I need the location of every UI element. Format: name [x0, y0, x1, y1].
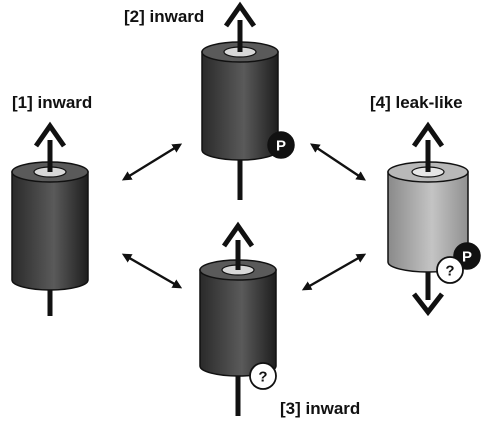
- channel-2-arrow-head: [223, 1, 257, 28]
- channel-2: P: [201, 1, 295, 200]
- channel-4-down-arrow-head: [412, 292, 444, 317]
- transition-arrow-2-4: [310, 143, 366, 181]
- svg-text:P: P: [462, 249, 472, 266]
- svg-text:P: P: [276, 138, 286, 155]
- unknown-badge: ?: [249, 362, 277, 390]
- transition-arrow-1-2: [121, 143, 183, 181]
- channel-1: [11, 121, 89, 316]
- channel-3: ?: [199, 221, 277, 416]
- svg-text:?: ?: [258, 369, 267, 386]
- channel-4-label: [4] leak-like: [370, 93, 463, 112]
- unknown-badge: ?: [436, 256, 464, 284]
- channel-3-arrow-head: [221, 221, 255, 248]
- channel-1-body: [11, 171, 89, 291]
- channel-2-label: [2] inward: [124, 7, 204, 26]
- transition-arrow-1-3: [121, 253, 183, 289]
- channel-2-body: [201, 51, 279, 161]
- phospho-badge: P: [267, 131, 295, 159]
- channel-1-label: [1] inward: [12, 93, 92, 112]
- channel-3-body: [199, 269, 277, 377]
- channel-3-label: [3] inward: [280, 399, 360, 418]
- transition-arrow-3-4: [301, 253, 367, 291]
- channel-4-arrow-head: [411, 121, 445, 148]
- channel-1-arrow-head: [33, 121, 67, 148]
- channel-4: P ?: [387, 121, 481, 317]
- svg-text:?: ?: [445, 263, 454, 280]
